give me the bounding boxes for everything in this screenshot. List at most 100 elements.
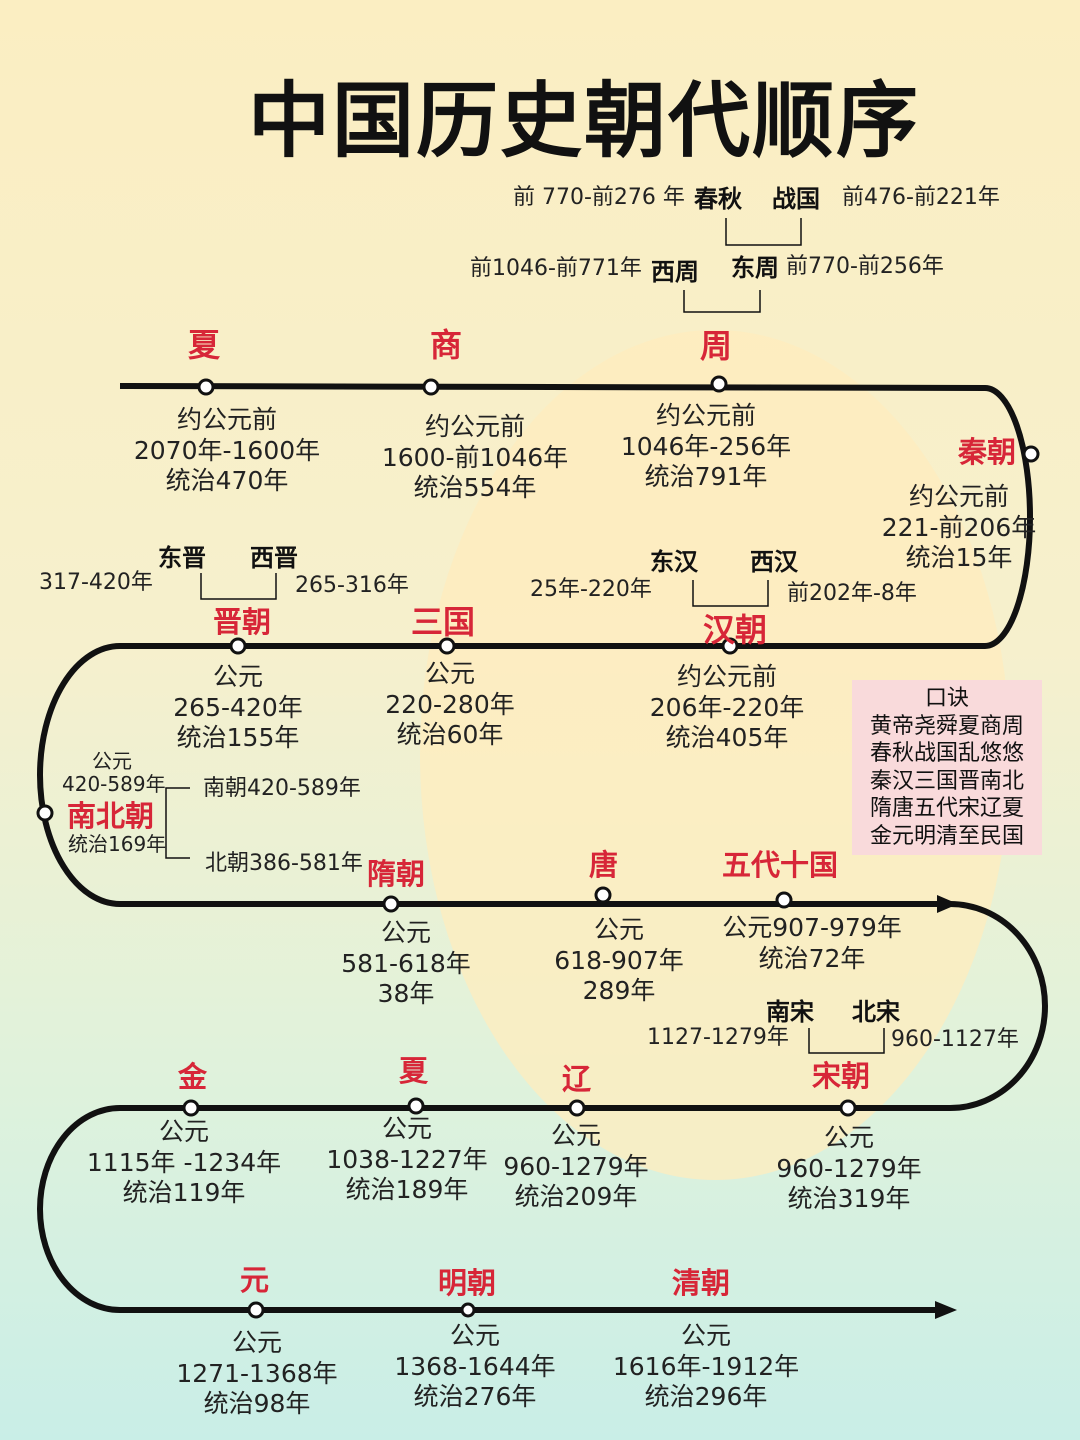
info-line: 统治189年 [345,1175,469,1204]
bracket-xizhou-dongzhou [683,290,761,313]
dynasty-xia: 夏 [188,326,221,364]
dynasty-song: 宋朝 [812,1059,871,1093]
timeline-path [37,383,1048,1313]
dynasty-qin: 秦朝 [958,435,1017,469]
bracket-nansong-beisong [808,1028,885,1054]
donghan-label: 东汉 [650,548,698,576]
xizhou-label: 西周 [651,258,699,286]
info-line: 220-280年 [385,689,515,719]
dynasty-shang: 商 [430,326,463,364]
dynasty-han: 汉朝 [703,611,768,649]
dynasty-jin: 晋朝 [213,605,272,639]
marker-song [839,1099,857,1117]
dongzhou-label: 东周 [731,254,779,282]
beisong-label: 北宋 [852,998,900,1026]
info-line: 公元907-979年 [722,913,902,942]
xijin-note: 265-316年 [295,573,409,598]
info-line: 统治119年 [122,1178,246,1207]
info-line: 221-前206年 [881,512,1037,542]
marker-qin [1022,445,1040,463]
info-line: 统治405年 [665,723,789,752]
info-line: 约公元前 [908,482,1009,511]
chunqiu-label: 春秋 [694,185,742,213]
info-line: 206年-220年 [649,692,805,722]
mnemonic-line: 秦汉三国晋南北 [869,768,1024,794]
dynasty-zhou: 周 [700,327,733,365]
marker-wudai [775,891,793,909]
info-line: 1368-1644年 [394,1351,556,1381]
nanbei-period-line2: 420-589年 [62,772,166,796]
marker-liao [568,1099,586,1117]
marker-jinchao [182,1099,200,1117]
info-line: 公元 [380,918,431,947]
info-line: 1115年 -1234年 [86,1147,282,1177]
mnemonic-line: 春秋战国乱悠悠 [869,741,1024,766]
info-line: 1046年-256年 [620,431,792,461]
marker-han [721,637,739,655]
info-line: 约公元前 [655,401,756,430]
info-line: 1038-1227年 [326,1144,488,1174]
marker-xixia [407,1097,425,1115]
info-line: 1600-前1046年 [381,442,569,472]
info-line: 公元 [449,1321,500,1350]
xijin-label: 西晋 [250,544,298,572]
mnemonic-box: 口诀 黄帝尧舜夏商周 春秋战国乱悠悠 秦汉三国晋南北 隋唐五代宋辽夏 金元明清至… [852,680,1042,855]
zhanguo-label: 战国 [772,185,820,213]
info-line: 统治276年 [413,1382,537,1411]
info-line: 约公元前 [176,405,277,434]
dynasty-xixia: 夏 [399,1054,429,1088]
info-line: 618-907年 [554,945,684,975]
dynasty-liao: 辽 [562,1062,592,1096]
nanchao-label: 南朝420-589年 [203,776,361,801]
marker-ming [460,1302,476,1318]
marker-jin [229,637,247,655]
info-line: 约公元前 [676,662,777,691]
bracket-nanbei [165,787,190,859]
info-line: 统治98年 [203,1389,311,1418]
dongjin-label: 东晋 [158,544,206,572]
marker-zhou [710,375,728,393]
dynasty-markers [36,375,1040,1319]
xizhou-note: 前1046-前771年 [470,256,642,281]
info-line: 约公元前 [424,412,525,441]
nansong-label: 南宋 [766,998,814,1026]
page-title: 中国历史朝代顺序 [248,74,921,169]
mnemonic-line: 黄帝尧舜夏商周 [869,713,1024,739]
dynasty-tang: 唐 [589,848,619,882]
info-line: 统治209年 [514,1182,638,1211]
dynasty-qing: 清朝 [672,1266,731,1300]
info-line: 265-420年 [173,692,303,722]
bracket-dongjin-xijin [200,573,277,600]
mnemonic-line: 隋唐五代宋辽夏 [869,796,1024,821]
info-line: 581-618年 [341,948,471,978]
info-line: 公元 [381,1114,432,1143]
dynasty-sui: 隋朝 [367,857,426,891]
marker-sanguo [438,637,456,655]
info-line: 1271-1368年 [176,1358,338,1388]
mnemonic-line: 金元明清至民国 [869,823,1024,849]
info-line: 公元 [823,1123,874,1152]
info-line: 统治296年 [644,1382,768,1411]
beichao-label: 北朝386-581年 [205,851,363,876]
info-line: 公元 [158,1117,209,1146]
dynasty-wudai: 五代十国 [722,848,839,882]
info-line: 公元 [212,662,263,691]
chunqiu-note: 前 770-前276 年 [513,185,685,210]
info-line: 960-1279年 [776,1153,922,1183]
info-line: 公元 [680,1321,731,1350]
info-line: 统治155年 [176,723,300,752]
dynasty-jinchao: 金 [178,1060,208,1094]
